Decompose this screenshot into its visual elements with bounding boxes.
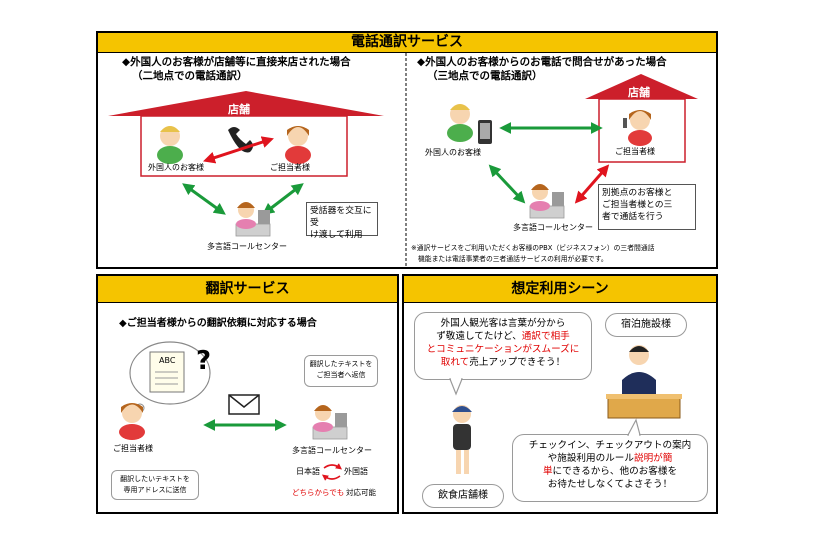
phone-panel-title: 電話通訳サービス <box>98 33 716 53</box>
left-note-box: 受話器を交互に受 け渡して利用 <box>306 202 378 240</box>
bubble2-line-2-red: 説明が簡 <box>633 453 673 464</box>
lang-ja: 日本語 <box>296 467 320 476</box>
translation-staff-label: ご担当者様 <box>113 444 153 453</box>
bubble1-line-4: 取れて売上アップできそう！ <box>421 356 585 369</box>
bubble1-line-2-red: 通訳で相手 <box>521 331 570 342</box>
doc-text: ABC <box>159 356 176 365</box>
right-note-line-2: ご担当者様との三 <box>602 200 673 210</box>
restaurant-label-box: 飲食店舗様 <box>422 484 504 508</box>
send-line-2: 専用アドレスに送信 <box>123 486 187 494</box>
right-center-label: 多言語コールセンター <box>513 223 593 232</box>
translation-center-label: 多言語コールセンター <box>292 446 372 455</box>
hotel-label-box: 宿泊施設様 <box>605 313 687 337</box>
both-ways-black: 対応可能 <box>346 488 376 497</box>
reply-bubble: 翻訳したテキストを ご担当者へ返信 <box>304 355 378 387</box>
restaurant-bubble: 外国人観光客は言葉が分から ず敬遠してたけど、通訳で相手 とコミュニケーションが… <box>414 312 592 380</box>
hotel-label: 宿泊施設様 <box>621 319 671 330</box>
reply-line-1: 翻訳したテキストを <box>309 360 373 368</box>
lang-foreign: 外国語 <box>344 467 368 476</box>
right-footnote-2: 機能または電話事業者の三者通話サービスの利用が必要です。 <box>418 255 608 263</box>
bubble1-line-2: ず敬遠してたけど、通訳で相手 <box>421 330 585 343</box>
right-staff-label: ご担当者様 <box>615 147 655 156</box>
send-line-1: 翻訳したいテキストを <box>120 475 190 483</box>
bubble1-line-1: 外国人観光客は言葉が分から <box>440 318 566 329</box>
phone-interpretation-panel: 電話通訳サービス <box>96 31 718 269</box>
translation-panel-title: 翻訳サービス <box>98 276 397 303</box>
phone-right-heading-1: ◆外国人のお客様からのお電話で問合せがあった場合 <box>417 56 667 68</box>
bubble1-line-4-red: 取れて <box>440 357 470 368</box>
phone-left-heading-1: ◆外国人のお客様が店舗等に直接来店された場合 <box>122 56 351 68</box>
bubble1-line-3-red: とコミュニケーションがスムーズに <box>426 344 580 355</box>
bubble2-line-3-text: にできるから、他のお客様を <box>552 466 678 477</box>
reply-line-2: ご担当者へ返信 <box>316 371 366 379</box>
bubble2-line-2: や施設利用のルール説明が簡 <box>519 452 701 465</box>
translation-heading: ◆ご担当者様からの翻訳依頼に対応する場合 <box>119 318 317 329</box>
bubble2-line-3: 単にできるから、他のお客様を <box>519 465 701 478</box>
both-ways-red: どちらからでも <box>292 488 345 497</box>
bubble2-line-1: チェックイン、チェックアウトの案内 <box>528 440 692 451</box>
scene-panel-title: 想定利用シーン <box>404 276 716 303</box>
question-mark-icon: ? <box>196 346 212 376</box>
send-bubble: 翻訳したいテキストを 専用アドレスに送信 <box>111 470 199 500</box>
right-foreign-label: 外国人のお客様 <box>425 148 481 157</box>
left-note-line-2: け渡して利用 <box>310 230 363 240</box>
hotel-bubble: チェックイン、チェックアウトの案内 や施設利用のルール説明が簡 単にできるから、… <box>512 434 708 502</box>
bubble1-line-2-text: ず敬遠してたけど、 <box>436 331 522 342</box>
restaurant-label: 飲食店舗様 <box>438 490 488 501</box>
bubble2-line-2-text: や施設利用のルール <box>547 453 634 464</box>
bubble2-line-3-red: 単 <box>542 466 553 477</box>
bubble2-line-4: お待たせしなくてよさそう！ <box>547 479 673 490</box>
bubble1-line-4-text: 売上アップできそう！ <box>469 357 566 368</box>
left-center-label: 多言語コールセンター <box>207 242 287 251</box>
right-store-label: 店舗 <box>628 86 650 99</box>
right-note-box: 別拠点のお客様と ご担当者様との三 者で通話を行う <box>598 184 696 230</box>
right-note-line-1: 別拠点のお客様と <box>602 188 673 198</box>
phone-left-heading-2: （二地点での電話通訳） <box>132 70 248 82</box>
phone-right-heading-2: （三地点での電話通訳） <box>427 70 543 82</box>
left-staff-label: ご担当者様 <box>270 163 310 172</box>
right-note-line-3: 者で通話を行う <box>602 212 664 222</box>
right-footnote-1: ※通訳サービスをご利用いただくお客様のPBX（ビジネスフォン）の三者間通話 <box>411 244 655 252</box>
left-foreign-label: 外国人のお客様 <box>148 163 204 172</box>
left-store-label: 店舗 <box>228 103 250 116</box>
left-note-line-1: 受話器を交互に受 <box>310 206 372 228</box>
